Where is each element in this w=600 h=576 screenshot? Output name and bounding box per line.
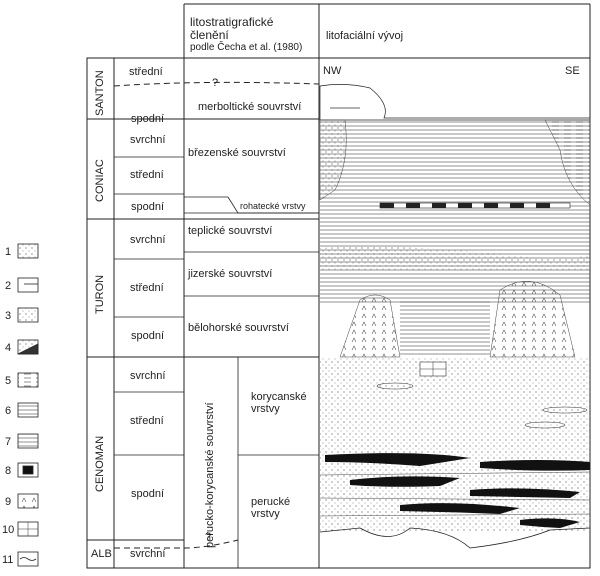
legend-number: 11 [2, 554, 14, 566]
substage-label: spodní [131, 488, 165, 500]
facies-title: litofaciální vývoj [326, 30, 404, 42]
question-mark: ? [205, 531, 212, 543]
unit-teplice: teplické souvrství [188, 225, 273, 237]
unit-jizera: jizerské souvrství [188, 268, 273, 280]
legend-number: 3 [5, 310, 12, 322]
legend-number: 10 [2, 524, 15, 536]
question-mark: ? [212, 77, 219, 89]
unit-brezno: březenské souvrství [188, 147, 286, 159]
facies-panel [319, 84, 591, 549]
substage-label: svrchní [130, 548, 166, 560]
stage-label: CONIAC [94, 159, 106, 202]
stage-label: ALB [91, 548, 112, 560]
substage-label: střední [130, 415, 164, 427]
table-frame [86, 3, 591, 569]
legend-swatches [17, 243, 39, 567]
stage-label: TURON [94, 274, 106, 314]
legend-number: 7 [5, 436, 12, 448]
direction-right: SE [565, 65, 580, 77]
litho-title-line3: podle Čecha et al. (1980) [190, 42, 303, 53]
unit-merboltice: merboltické souvrství [198, 101, 302, 113]
substage-label: svrchní [130, 134, 166, 146]
substage-label: spodní [131, 201, 165, 213]
legend-number: 4 [5, 342, 12, 354]
litho-lines [184, 118, 319, 568]
litho-title-line1: litostratigrafické [190, 15, 274, 29]
legend-number: 1 [5, 246, 12, 258]
legend-number: 2 [5, 280, 12, 292]
stage-label: CENOMAN [94, 435, 106, 492]
substage-label: střední [129, 66, 163, 78]
legend-number: 9 [5, 496, 12, 508]
substage-lines [114, 156, 184, 456]
substage-label: spodní [131, 330, 165, 342]
substage-label: střední [130, 282, 164, 294]
stage-label: SANTON [94, 70, 106, 116]
direction-left: NW [323, 65, 342, 77]
unit-perucko-korycany: perucko-korycanské souvrství [204, 402, 216, 549]
litho-title-line2: členění [190, 28, 229, 42]
legend-number: 5 [5, 375, 12, 387]
substage-label: svrchní [130, 370, 166, 382]
unit-korycany: korycanské vrstvy [251, 391, 307, 415]
legend-number: 6 [5, 405, 12, 417]
unit-peruc: perucké vrstvy [251, 496, 291, 520]
substage-label: spodní [131, 113, 165, 125]
unit-bila-hora: bělohorské souvrství [188, 322, 289, 334]
unit-rohatce: rohatecké vrstvy [240, 201, 306, 211]
substage-label: svrchní [130, 234, 166, 246]
substage-label: střední [130, 169, 164, 181]
dashed-boundaries [113, 81, 320, 549]
legend-number: 8 [5, 465, 12, 477]
